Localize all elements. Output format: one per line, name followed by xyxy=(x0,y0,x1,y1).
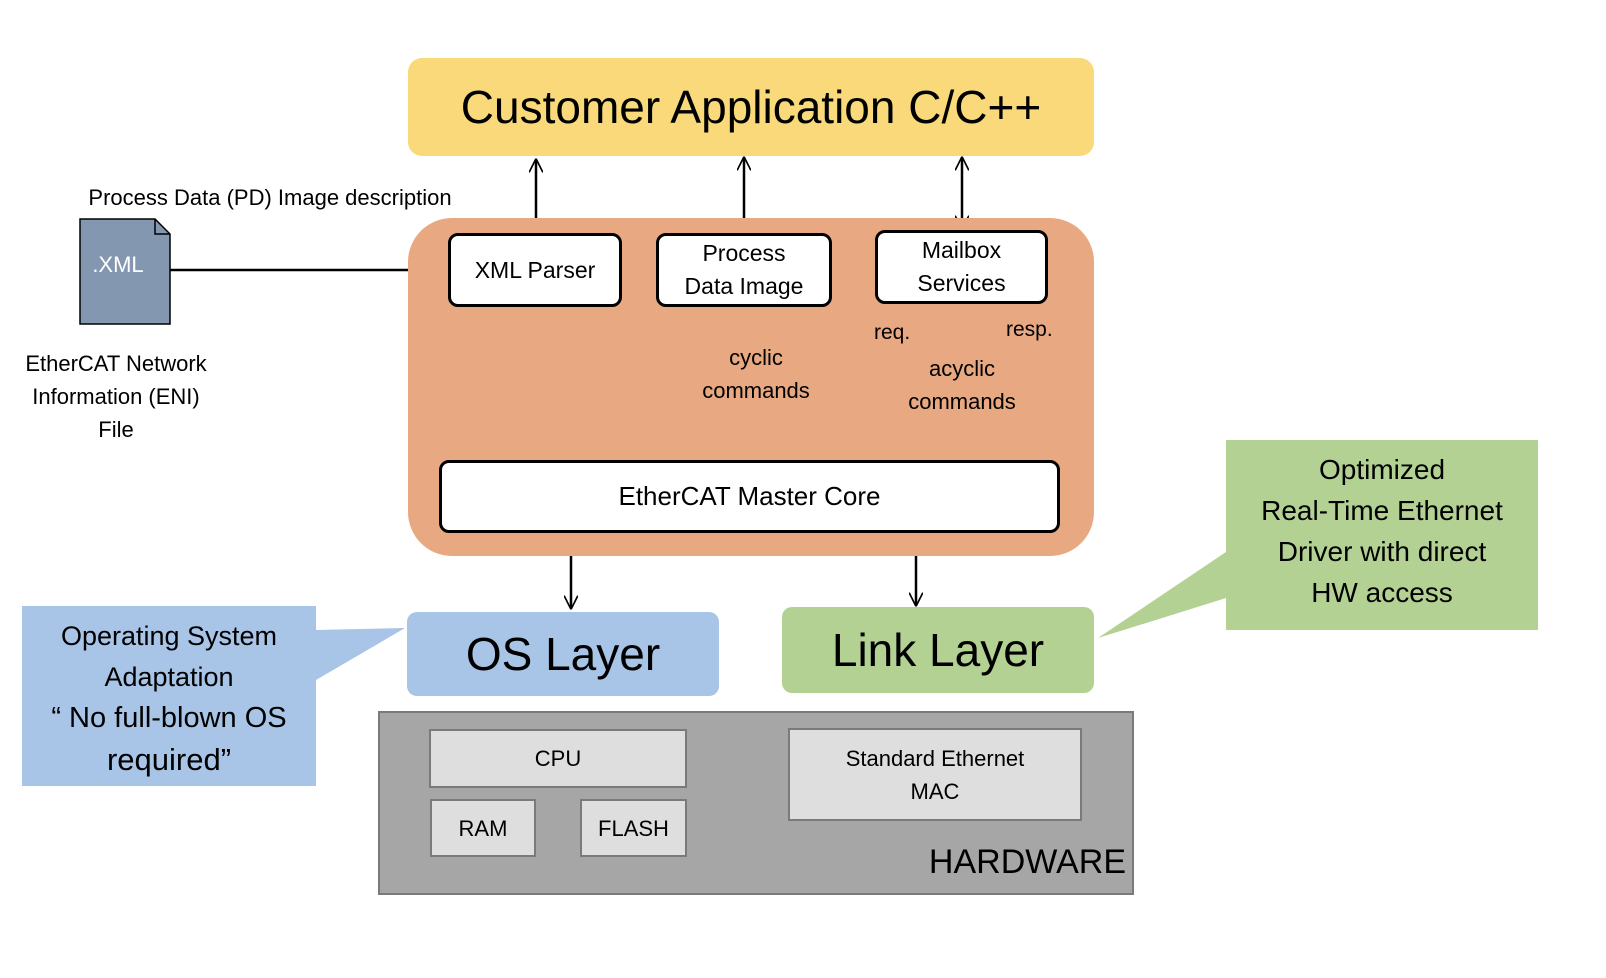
ethernet-mac-box: Standard Ethernet MAC xyxy=(788,728,1082,821)
link-layer-title: Link Layer xyxy=(831,624,1045,676)
os-callout-text: Operating System Adaptation “ No full-bl… xyxy=(22,616,316,780)
process-data-image-line-2: Data Image xyxy=(684,273,804,299)
acyclic-commands-label: acyclic commands xyxy=(888,352,1036,418)
link-callout-text: Optimized Real-Time Ethernet Driver with… xyxy=(1226,449,1538,613)
cpu-box: CPU xyxy=(429,729,687,788)
eni-file-label: EtherCAT Network Information (ENI) File xyxy=(0,347,232,446)
os-callout-line-3: “ No full-blown OS xyxy=(51,702,287,734)
os-callout-line-2: Adaptation xyxy=(104,662,234,692)
xml-file-label: .XML xyxy=(92,252,144,277)
os-callout-line-4: required” xyxy=(106,742,232,777)
pd-image-description: Process Data (PD) Image description xyxy=(88,185,452,210)
mailbox-services-line-1: Mailbox xyxy=(921,237,1002,264)
flash-box: FLASH xyxy=(580,799,687,857)
os-callout-line-1: Operating System xyxy=(60,621,278,651)
mailbox-services-box: Mailbox Services xyxy=(875,230,1048,304)
xml-document-icon xyxy=(79,218,171,325)
hardware-label: HARDWARE xyxy=(928,843,1126,881)
os-layer-title: OS Layer xyxy=(465,628,661,680)
request-label: req. xyxy=(874,321,911,344)
ram-label: RAM xyxy=(458,815,508,841)
response-label: resp. xyxy=(1006,318,1053,341)
os-layer-box: OS Layer xyxy=(407,612,719,696)
acyclic-commands-line-2: commands xyxy=(908,389,1016,414)
link-callout xyxy=(1098,440,1538,638)
cyclic-commands-label: cyclic commands xyxy=(686,341,826,407)
link-callout-line-3: Driver with direct xyxy=(1277,536,1487,567)
xml-parser-label: XML Parser xyxy=(474,256,596,283)
process-data-image-line-1: Process xyxy=(702,240,786,267)
ram-box: RAM xyxy=(430,799,536,857)
cyclic-commands-line-2: commands xyxy=(702,378,810,403)
cpu-label: CPU xyxy=(534,746,582,771)
mailbox-services-line-2: Services xyxy=(917,270,1006,296)
eni-line-1: EtherCAT Network xyxy=(25,351,207,376)
link-layer-box: Link Layer xyxy=(782,607,1094,693)
ethercat-master-core-label: EtherCAT Master Core xyxy=(618,481,881,512)
ethernet-mac-line-2: MAC xyxy=(910,778,960,804)
link-callout-line-4: HW access xyxy=(1311,577,1453,608)
ethernet-mac-line-1: Standard Ethernet xyxy=(845,745,1025,771)
process-data-image-box: Process Data Image xyxy=(656,233,832,307)
customer-application-title: Customer Application C/C++ xyxy=(460,81,1042,133)
customer-application-box: Customer Application C/C++ xyxy=(408,58,1094,156)
cyclic-commands-line-1: cyclic xyxy=(729,345,783,370)
os-callout xyxy=(22,606,405,786)
eni-line-2: Information (ENI) xyxy=(32,384,200,409)
link-callout-line-1: Optimized xyxy=(1318,454,1446,485)
flash-label: FLASH xyxy=(598,815,669,841)
ethercat-master-core-box: EtherCAT Master Core xyxy=(439,460,1060,533)
acyclic-commands-line-1: acyclic xyxy=(928,356,995,381)
eni-line-3: File xyxy=(98,417,134,442)
xml-parser-box: XML Parser xyxy=(448,233,622,307)
document-fold xyxy=(154,219,170,235)
link-callout-line-2: Real-Time Ethernet xyxy=(1261,495,1503,526)
